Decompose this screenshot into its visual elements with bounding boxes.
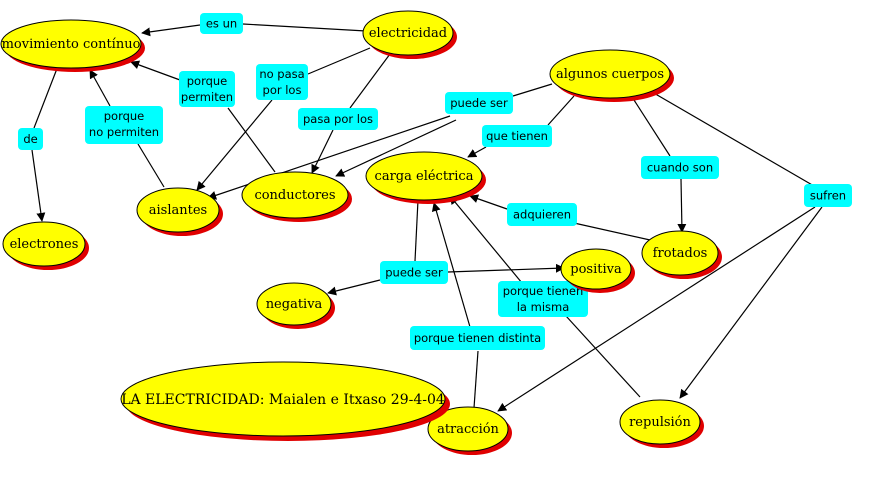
link-cuando-son-line-1: cuando son <box>647 161 713 175</box>
edge <box>447 263 565 273</box>
link-de-line-1: de <box>23 132 37 146</box>
edge <box>311 129 334 174</box>
link-porque-permiten: porque permiten <box>179 71 235 107</box>
edge <box>469 194 508 210</box>
edge <box>196 99 273 191</box>
link-porque-permiten-line-1: porque <box>187 74 228 88</box>
node-carga-electrica: carga eléctrica <box>365 151 486 204</box>
node-atraccion: atracción <box>427 406 512 455</box>
edge <box>327 279 381 296</box>
node-electricidad-label: electricidad <box>369 26 447 41</box>
node-negativa-label: negativa <box>266 297 323 312</box>
link-es-un: es un <box>200 13 243 34</box>
edge <box>497 206 816 412</box>
node-positiva-label: positiva <box>570 262 622 277</box>
link-porque-no-permiten-line-1: porque <box>104 109 145 123</box>
edge <box>89 69 111 107</box>
edge <box>467 146 487 158</box>
link-puede-ser-bottom: puede ser <box>380 261 448 284</box>
concept-nodes: movimiento contínuo electricidad algunos… <box>0 10 722 455</box>
edge <box>449 195 523 284</box>
link-cuando-son: cuando son <box>641 156 719 179</box>
link-no-pasa-line-1: no pasa <box>259 67 304 81</box>
node-electrones-label: electrones <box>10 237 79 252</box>
edge <box>130 60 181 81</box>
link-sufren-line-1: sufren <box>810 189 846 203</box>
edge <box>473 350 479 409</box>
edge <box>242 23 367 32</box>
edge <box>141 24 201 37</box>
node-algunos-cuerpos-label: algunos cuerpos <box>556 67 664 82</box>
map-title: LA ELECTRICIDAD: Maialen e Itxaso 29-4-0… <box>120 361 450 441</box>
edge <box>31 149 46 222</box>
node-frotados: frotados <box>641 230 722 279</box>
link-no-pasa-por-los: no pasa por los <box>256 64 308 100</box>
edge <box>547 95 575 126</box>
edge <box>677 178 687 233</box>
edge <box>414 199 419 262</box>
edge <box>565 315 641 398</box>
node-algunos-cuerpos: algunos cuerpos <box>549 49 674 102</box>
edge <box>431 202 471 328</box>
edge <box>679 206 823 399</box>
edge <box>227 107 276 173</box>
node-aislantes-label: aislantes <box>149 203 207 218</box>
edge <box>512 83 553 97</box>
node-aislantes: aislantes <box>136 187 223 236</box>
node-carga-electrica-label: carga eléctrica <box>375 169 474 184</box>
link-pasa-por-line-1: pasa por los <box>303 112 373 126</box>
node-conductores-label: conductores <box>254 188 335 203</box>
link-distinta-line-1: porque tienen distinta <box>414 331 541 345</box>
link-de: de <box>18 128 43 150</box>
link-es-un-line-1: es un <box>206 17 237 31</box>
node-repulsion-label: repulsión <box>629 415 691 430</box>
node-movimiento-continuo-label: movimiento contínuo <box>2 37 141 52</box>
link-pasa-por-los: pasa por los <box>298 108 378 130</box>
link-no-pasa-line-2: por los <box>263 83 302 97</box>
link-porque-permiten-line-2: permiten <box>181 90 233 104</box>
node-electricidad: electricidad <box>362 10 457 59</box>
edge <box>633 99 671 157</box>
link-puede-ser-bottom-line-1: puede ser <box>385 266 443 280</box>
link-adquieren-line-1: adquieren <box>513 208 571 222</box>
node-positiva: positiva <box>560 248 635 293</box>
link-labels: es un de no pasa por los pasa por los po… <box>18 13 852 350</box>
node-electrones: electrones <box>2 221 89 270</box>
link-adquieren: adquieren <box>507 203 577 226</box>
link-misma-line-1: porque tienen <box>503 284 584 298</box>
node-repulsion: repulsión <box>619 399 704 448</box>
link-puede-ser-top-line-1: puede ser <box>450 96 508 110</box>
node-movimiento-continuo: movimiento contínuo <box>0 19 145 72</box>
link-porque-tienen-la-misma: porque tienen la misma <box>498 281 588 317</box>
map-title-label: LA ELECTRICIDAD: Maialen e Itxaso 29-4-0… <box>121 392 445 408</box>
link-que-tienen: que tienen <box>482 125 552 147</box>
link-misma-line-2: la misma <box>517 300 570 314</box>
edge <box>137 143 165 188</box>
node-atraccion-label: atracción <box>437 422 499 437</box>
edge <box>307 47 371 75</box>
link-sufren: sufren <box>804 184 852 207</box>
node-negativa: negativa <box>256 282 335 329</box>
link-porque-no-permiten: porque no permiten <box>85 106 163 144</box>
edge <box>335 119 457 177</box>
edge <box>349 53 391 109</box>
node-conductores: conductores <box>241 171 352 222</box>
link-porque-no-permiten-line-2: no permiten <box>89 125 159 139</box>
edge <box>33 65 59 129</box>
link-porque-tienen-distinta: porque tienen distinta <box>410 326 545 350</box>
node-frotados-label: frotados <box>653 246 708 261</box>
link-que-tienen-line-1: que tienen <box>486 129 548 143</box>
link-puede-ser-top: puede ser <box>445 92 513 114</box>
edge <box>573 222 651 241</box>
edge <box>651 91 815 187</box>
